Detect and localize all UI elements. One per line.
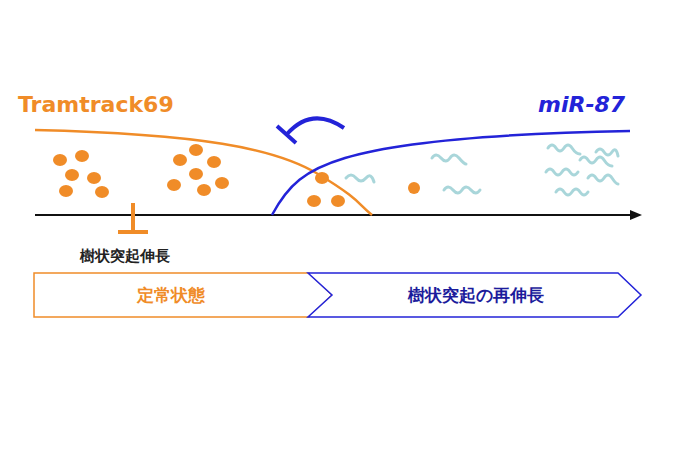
mir-curve bbox=[272, 131, 630, 215]
mirna-name: miR-87 bbox=[538, 92, 625, 117]
phase-label: 樹状突起の再伸長 bbox=[408, 284, 544, 307]
inhibition-stem bbox=[131, 203, 135, 232]
protein-name: Tramtrack69 bbox=[18, 92, 174, 117]
inhibition-arc bbox=[287, 118, 344, 134]
chevron-shape bbox=[34, 273, 332, 317]
axis-arrowhead bbox=[630, 210, 642, 220]
mirna-squiggles bbox=[346, 145, 618, 195]
tramtrack-curve bbox=[35, 130, 372, 215]
phase-band: 樹状突起の再伸長 bbox=[307, 272, 642, 318]
chevron-shape bbox=[308, 273, 641, 317]
inhibition-bar bbox=[118, 230, 148, 234]
phase-label: 定常状態 bbox=[137, 284, 205, 307]
process-label: 樹状突起伸長 bbox=[80, 247, 170, 266]
phase-band: 定常状態 bbox=[33, 272, 333, 318]
inhibition-bar bbox=[277, 126, 296, 143]
protein-dots bbox=[53, 144, 420, 207]
time-axis bbox=[35, 214, 632, 216]
